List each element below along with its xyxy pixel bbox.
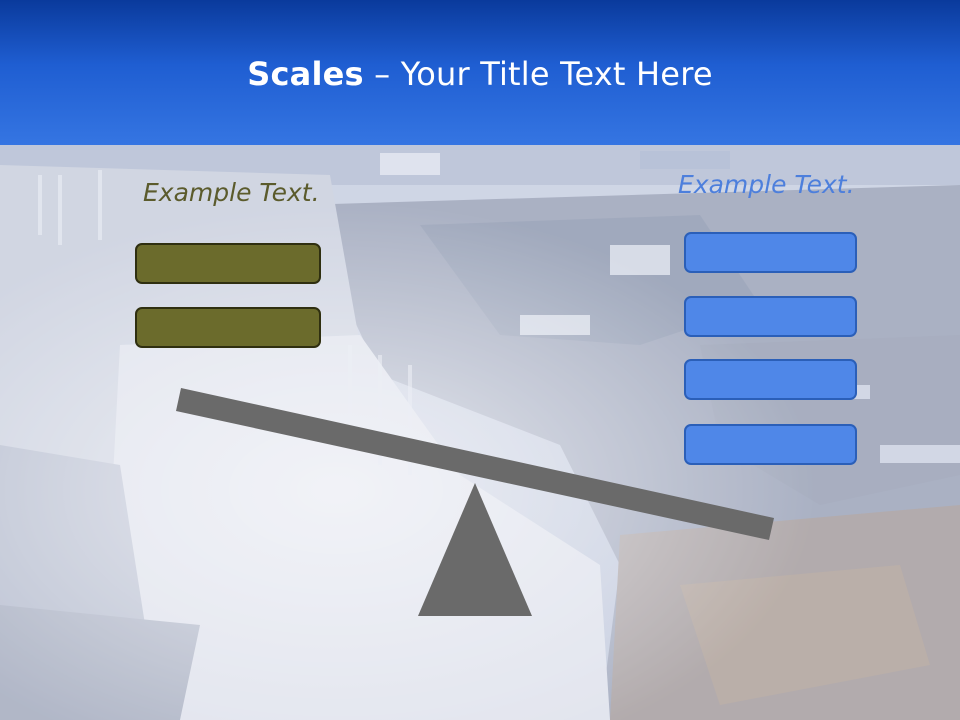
left-text-box[interactable] <box>135 307 321 348</box>
slide-title: Scales – Your Title Text Here <box>0 55 960 93</box>
left-pan-label: Example Text. <box>143 178 320 207</box>
left-text-box[interactable] <box>135 243 321 284</box>
right-pan-label: Example Text. <box>678 170 855 199</box>
slide-title-rest: – Your Title Text Here <box>363 55 713 93</box>
right-text-box[interactable] <box>684 359 857 400</box>
slide-title-bold: Scales <box>247 55 364 93</box>
title-banner: Scales – Your Title Text Here <box>0 0 960 145</box>
right-text-box[interactable] <box>684 232 857 273</box>
right-text-box[interactable] <box>684 424 857 465</box>
right-text-box[interactable] <box>684 296 857 337</box>
